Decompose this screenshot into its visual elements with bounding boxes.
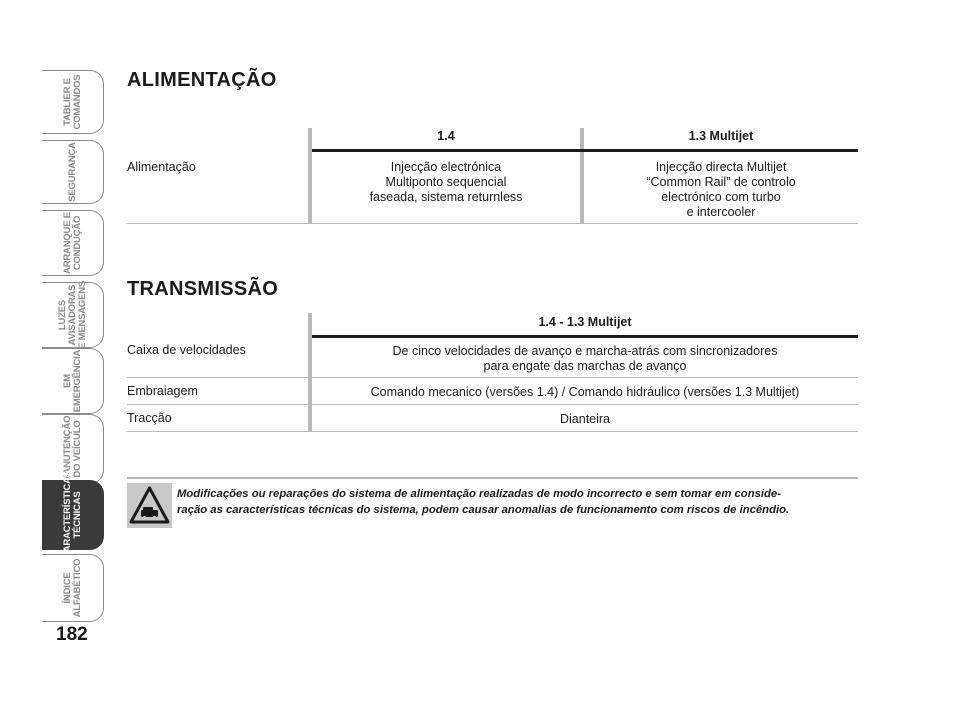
header-rule — [312, 335, 858, 338]
tab-label: LUZES AVISADORAS E MENSAGENS — [56, 280, 88, 350]
value-line: “Common Rail” de controlo — [646, 175, 796, 189]
alimentacao-1-3-value: Injecção directa Multijet “Common Rail” … — [584, 160, 858, 220]
column-divider — [308, 313, 312, 432]
row-divider — [127, 404, 858, 405]
row-label-embraiagem: Embraiagem — [127, 384, 198, 398]
embraiagem-value: Comando mecanico (versões 1.4) / Comando… — [370, 385, 800, 399]
tab-label: SEGURANÇA — [66, 142, 78, 202]
warning-rule — [127, 477, 858, 479]
tab-em-emergencia[interactable]: EM EMERGÊNCIA — [42, 348, 104, 414]
value-line: para engate das marchas de avanço — [483, 359, 687, 373]
value-line: electrónico com turbo — [661, 190, 781, 204]
tab-label: ARRANQUE E CONDUÇÃO — [61, 212, 83, 274]
tab-tablier-comandos[interactable]: TABLIER E COMANDOS — [42, 70, 104, 134]
row-label-caixa: Caixa de velocidades — [127, 343, 246, 357]
warning-line: Modificações ou reparações do sistema de… — [177, 488, 781, 500]
row-divider — [127, 223, 858, 224]
row-divider — [127, 377, 858, 378]
warning-line: ração as características técnicas do sis… — [177, 504, 790, 516]
tab-caracteristicas-tecnicas[interactable]: CARACTERÍSTICAS TÉCNICAS — [42, 471, 104, 559]
tab-manutencao-veiculo[interactable]: MANUTENÇÃO DO VEÍCULO — [42, 414, 104, 484]
section-title-alimentacao: ALIMENTAÇÃO — [127, 69, 277, 91]
value-line: e intercooler — [686, 205, 756, 219]
column-header-transmissao: 1.4 - 1.3 Multijet — [538, 315, 632, 329]
value-line: De cinco velocidades de avanço e marcha-… — [392, 344, 778, 358]
alimentacao-1-4-value: Injecção electrónica Multiponto sequenci… — [312, 160, 580, 205]
column-header-1-3-multijet: 1.3 Multijet — [688, 129, 754, 143]
tab-label: CARACTERÍSTICAS TÉCNICAS — [61, 471, 83, 559]
column-header-1-4: 1.4 — [437, 129, 455, 143]
value-line: Multiponto sequencial — [385, 175, 507, 189]
traccao-value: Dianteira — [559, 412, 611, 426]
row-divider — [127, 431, 858, 432]
value-line: Injecção directa Multijet — [655, 160, 787, 174]
tab-arranque-conducao[interactable]: ARRANQUE E CONDUÇÃO — [42, 210, 104, 276]
section-title-transmissao: TRANSMISSÃO — [127, 278, 279, 300]
column-divider — [580, 128, 584, 223]
header-rule — [312, 149, 858, 152]
value-line: faseada, sistema returnless — [369, 190, 523, 204]
row-label-alimentacao: Alimentação — [127, 160, 196, 174]
tab-luzes-avisadoras[interactable]: LUZES AVISADORAS E MENSAGENS — [42, 280, 104, 350]
row-label-traccao: Tracção — [127, 411, 172, 425]
page-number: 182 — [56, 624, 88, 645]
caixa-value: De cinco velocidades de avanço e marcha-… — [312, 344, 858, 374]
warning-triangle-icon — [127, 483, 172, 528]
tab-label: ÍNDICE ALFABÉTICO — [61, 558, 83, 618]
tab-label: EM EMERGÊNCIA — [61, 349, 83, 413]
tab-label: TABLIER E COMANDOS — [61, 74, 83, 130]
tab-seguranca[interactable]: SEGURANÇA — [42, 140, 104, 204]
warning-text: Modificações ou reparações do sistema de… — [177, 486, 867, 518]
tab-indice-alfabetico[interactable]: ÍNDICE ALFABÉTICO — [42, 554, 104, 622]
value-line: Injecção electrónica — [390, 160, 502, 174]
column-divider — [308, 128, 312, 223]
